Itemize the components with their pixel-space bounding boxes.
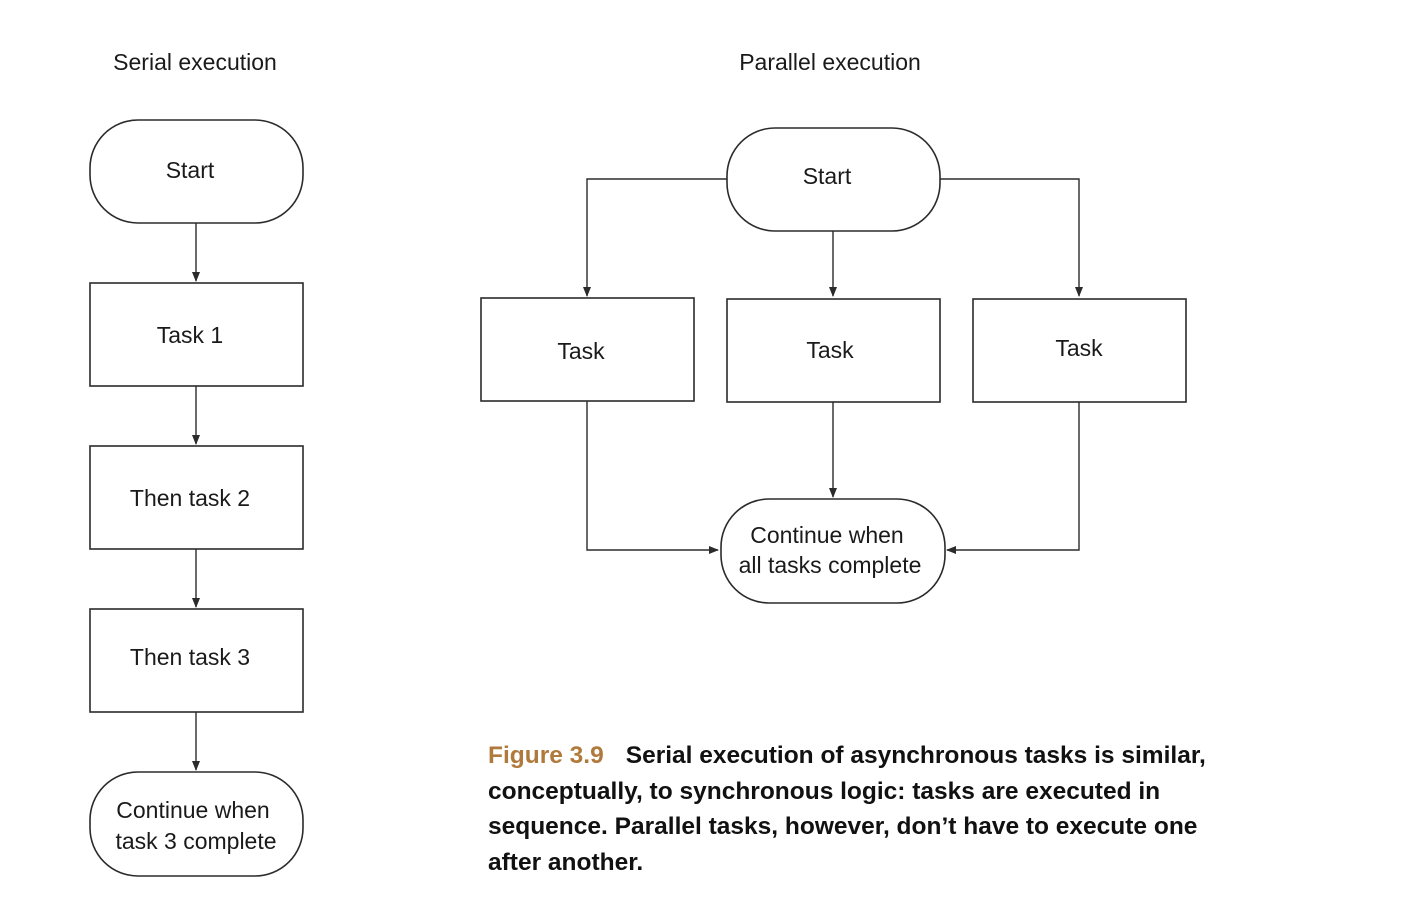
serial-start-label: Start bbox=[166, 157, 215, 183]
parallel-task-left-label: Task bbox=[557, 338, 605, 364]
parallel-end-node bbox=[720, 498, 946, 604]
serial-task-1-node bbox=[89, 282, 304, 387]
parallel-task-right-label: Task bbox=[1055, 335, 1103, 361]
serial-end-label-line-1: Continue when bbox=[116, 797, 269, 823]
parallel-arrow-start-task-left bbox=[583, 178, 727, 297]
serial-task-2-node bbox=[89, 445, 304, 550]
serial-task-1-label: Task 1 bbox=[157, 322, 223, 348]
parallel-arrow-task-right-end bbox=[946, 402, 1080, 554]
serial-end-label-line-2: task 3 complete bbox=[115, 828, 276, 854]
serial-task-3-label: Then task 3 bbox=[130, 644, 250, 670]
figure-caption-text: Serial execution of asynchronous tasks i… bbox=[488, 742, 1206, 876]
figure-label: Figure 3.9 bbox=[488, 742, 604, 769]
parallel-arrow-start-task-right bbox=[940, 178, 1083, 297]
serial-task-3-node bbox=[89, 608, 304, 713]
parallel-arrow-task-left-end bbox=[586, 401, 719, 554]
parallel-execution-title: Parallel execution bbox=[739, 49, 921, 75]
serial-end-node bbox=[89, 771, 304, 877]
parallel-task-right-node bbox=[972, 298, 1187, 403]
parallel-end-label-line-1: Continue when bbox=[750, 522, 903, 548]
parallel-start-label: Start bbox=[803, 163, 852, 189]
parallel-task-middle-label: Task bbox=[806, 337, 854, 363]
parallel-task-middle-node bbox=[726, 298, 941, 403]
serial-task-2-label: Then task 2 bbox=[130, 485, 250, 511]
serial-execution-title: Serial execution bbox=[113, 49, 277, 75]
parallel-end-label-line-2: all tasks complete bbox=[739, 552, 922, 578]
